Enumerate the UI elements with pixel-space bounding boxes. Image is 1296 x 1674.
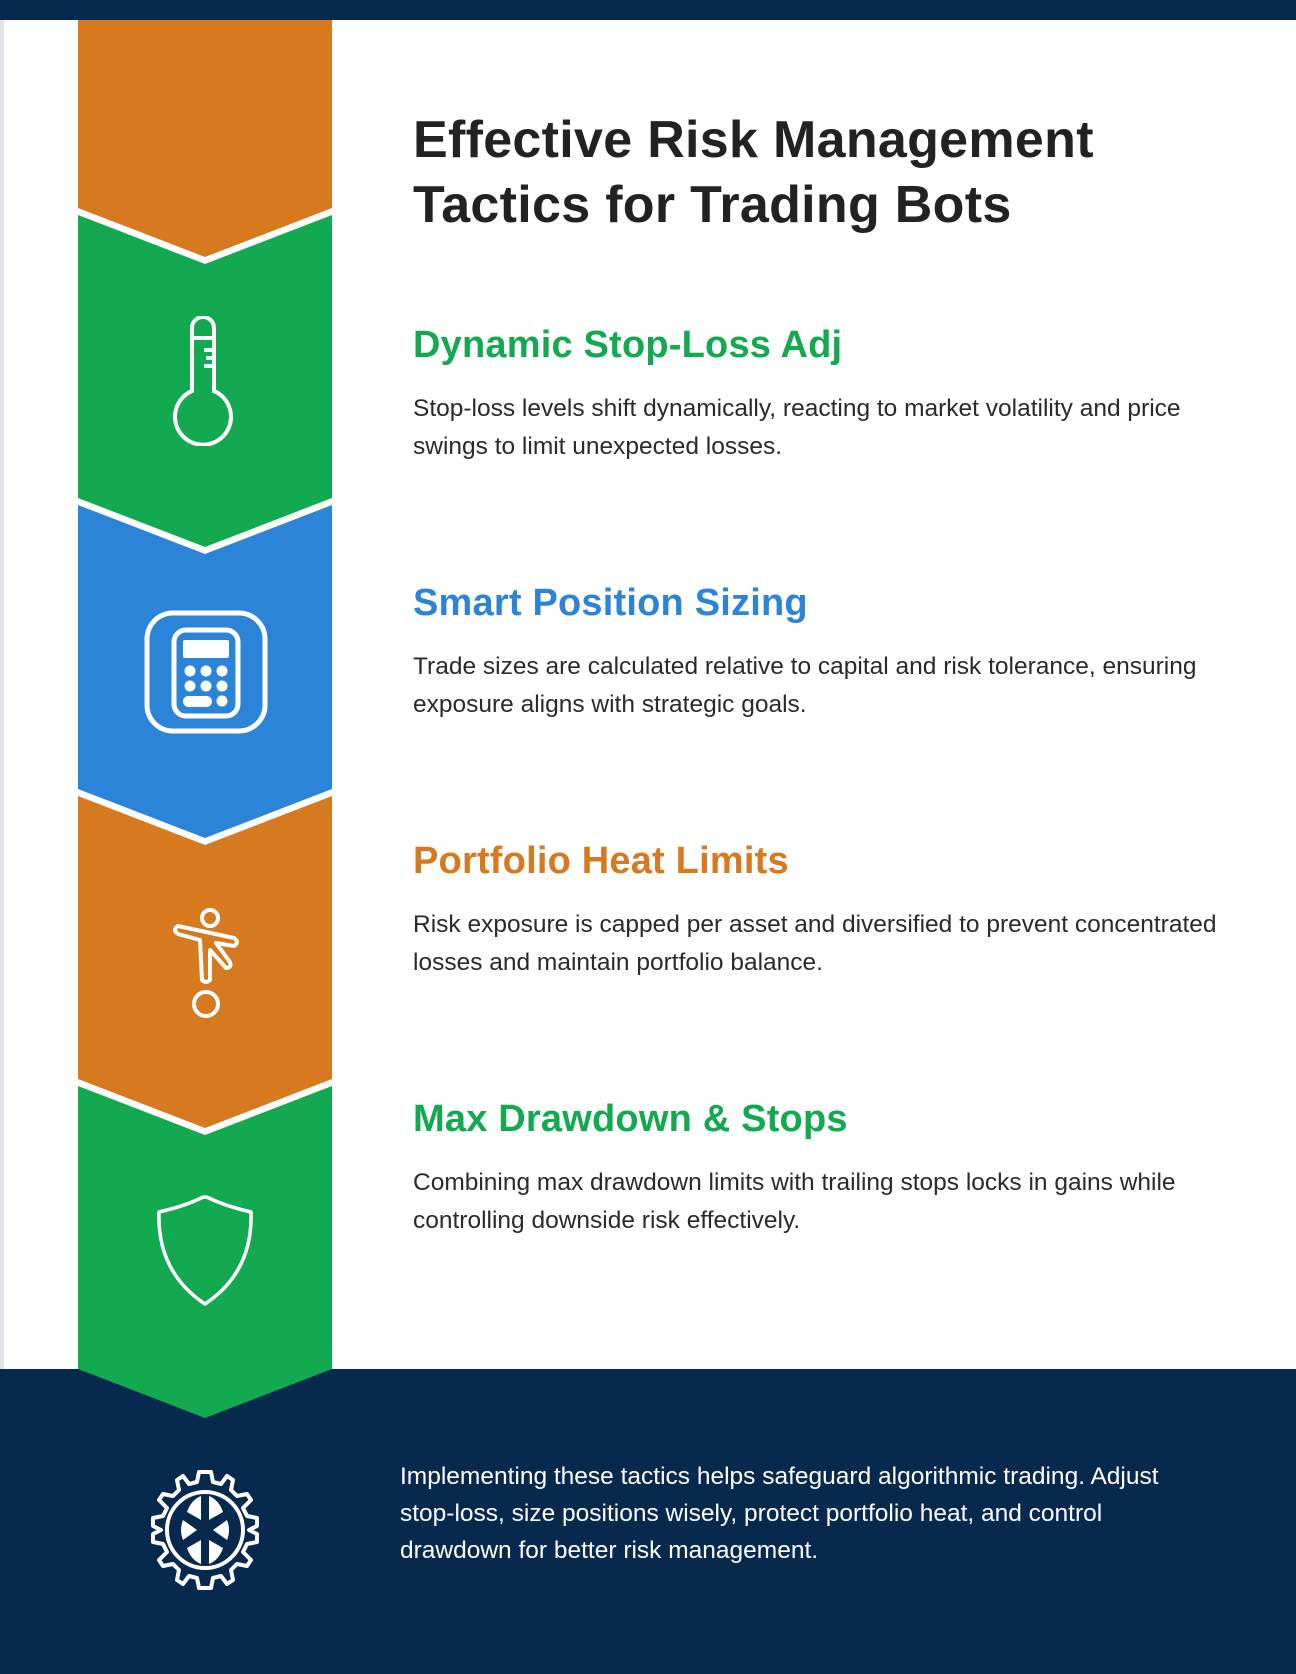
section-body: Combining max drawdown limits with trail… — [413, 1169, 1176, 1234]
balance-figure-icon — [170, 904, 250, 1029]
left-edge-strip — [0, 0, 4, 1674]
section-heading: Dynamic Stop-Loss Adj — [413, 324, 843, 366]
section-body: Trade sizes are calculated relative to c… — [413, 653, 1197, 718]
page-title: Effective Risk Management Tactics for Tr… — [413, 111, 1094, 234]
section-portfolio-heat-limits: Portfolio Heat Limits Risk exposure is c… — [413, 838, 1233, 982]
band-segment-orange — [78, 796, 332, 1128]
footer — [0, 1369, 1296, 1674]
calculator-icon — [144, 610, 268, 739]
section-smart-position-sizing: Smart Position Sizing Trade sizes are ca… — [413, 580, 1233, 724]
section-heading: Max Drawdown & Stops — [413, 1098, 848, 1140]
band-segment-green-2 — [78, 1086, 332, 1418]
band-segment-green-1 — [78, 215, 332, 547]
section-dynamic-stop-loss: Dynamic Stop-Loss Adj Stop-loss levels s… — [413, 322, 1233, 466]
shield-icon — [155, 1194, 255, 1315]
band-segment-orange-top — [78, 20, 332, 257]
section-max-drawdown: Max Drawdown & Stops Combining max drawd… — [413, 1096, 1233, 1240]
section-body: Stop-loss levels shift dynamically, reac… — [413, 395, 1181, 460]
top-bar — [0, 0, 1296, 20]
chevron-band-tip — [0, 0, 340, 1430]
section-body: Risk exposure is capped per asset and di… — [413, 911, 1217, 976]
gear-wheel-icon — [143, 1468, 267, 1597]
thermometer-icon — [170, 315, 236, 451]
footer-summary: Implementing these tactics helps safegua… — [400, 1463, 1159, 1564]
section-heading: Smart Position Sizing — [413, 582, 808, 624]
section-heading: Portfolio Heat Limits — [413, 840, 789, 882]
